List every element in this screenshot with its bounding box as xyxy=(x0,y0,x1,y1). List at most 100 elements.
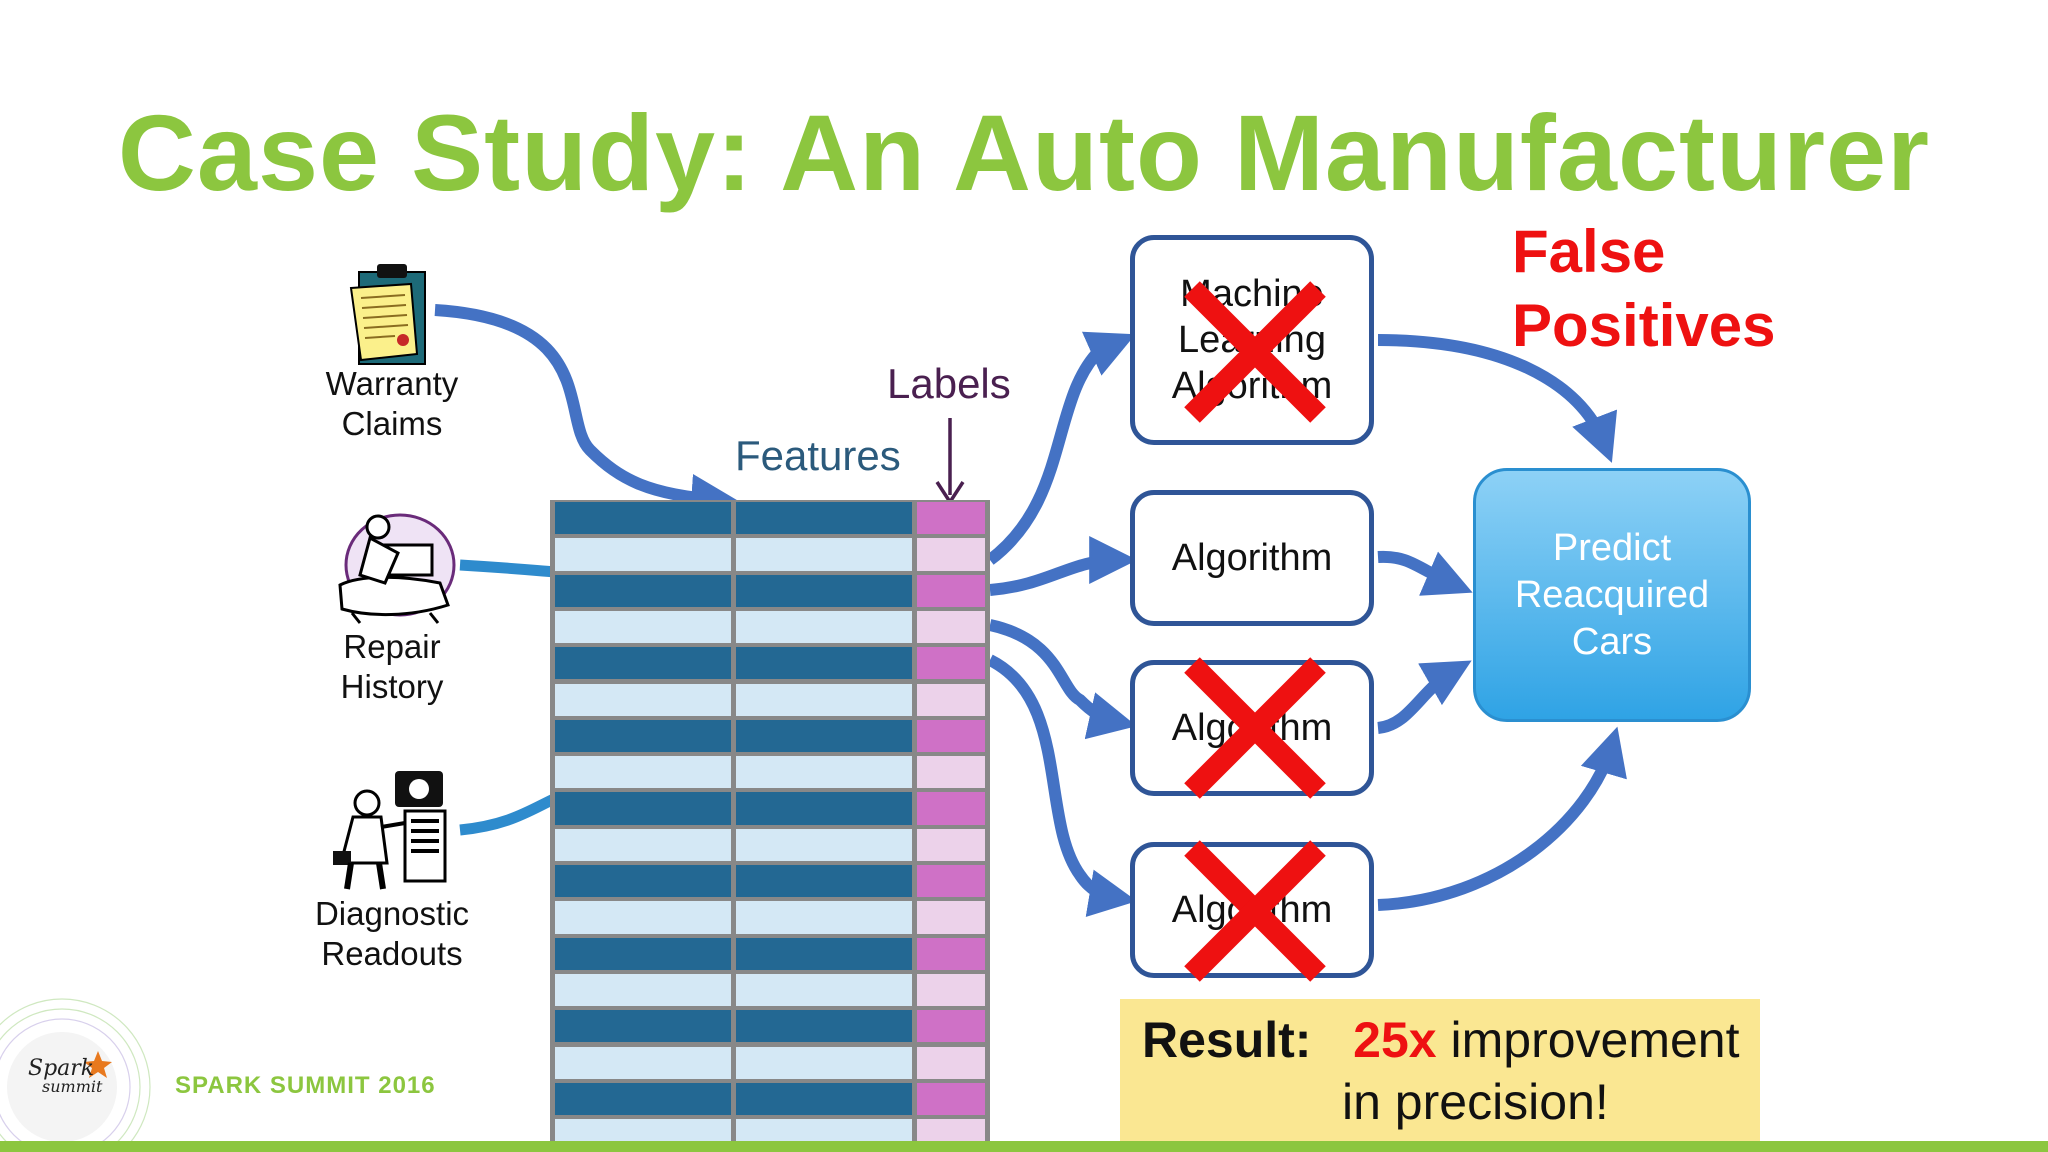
feature-cell xyxy=(555,865,731,898)
bottom-bar xyxy=(0,1141,2048,1152)
feature-cell xyxy=(555,610,731,644)
label-cell xyxy=(917,647,985,680)
label-cell xyxy=(917,610,985,644)
result-prefix: Result: xyxy=(1142,1012,1312,1068)
result-line2: in precision! xyxy=(1342,1074,1609,1130)
repair-connector xyxy=(459,559,557,578)
feature-cell xyxy=(736,1046,912,1079)
table-to-algo4 xyxy=(987,654,1137,917)
feature-cell xyxy=(736,610,912,644)
feature-cell xyxy=(555,1082,731,1116)
label-cell xyxy=(917,574,985,607)
clipboard-icon xyxy=(349,264,426,365)
slide-title: Case Study: An Auto Manufacturer xyxy=(117,92,1931,213)
table-row xyxy=(550,645,990,681)
table-row xyxy=(550,972,990,1008)
result-box: Result: 25x improvement in precision! xyxy=(1120,999,1760,1145)
label-cell xyxy=(917,1082,985,1116)
feature-cell xyxy=(555,683,731,716)
table-row xyxy=(550,827,990,863)
spark-logo-text: Spark summit xyxy=(28,1056,103,1096)
footer-event-label: SPARK SUMMIT 2016 xyxy=(175,1072,436,1099)
feature-cell xyxy=(736,538,912,571)
feature-cell xyxy=(555,828,731,861)
table-row xyxy=(550,863,990,899)
table-row xyxy=(550,609,990,645)
table-to-algo3 xyxy=(988,619,1137,740)
feature-cell xyxy=(736,756,912,789)
label-cell xyxy=(917,538,985,571)
feature-cell xyxy=(736,719,912,753)
label-cell xyxy=(917,937,985,970)
feature-cell xyxy=(555,973,731,1007)
feature-cell xyxy=(555,647,731,680)
label-cell xyxy=(917,683,985,716)
algo3-to-predict xyxy=(1376,660,1472,734)
feature-cell xyxy=(555,1010,731,1043)
source-label-warranty: Warranty Claims xyxy=(325,365,459,442)
table-to-algo1 xyxy=(986,331,1136,565)
feature-cell xyxy=(736,865,912,898)
label-cell xyxy=(917,792,985,825)
feature-cell xyxy=(736,647,912,680)
table-row xyxy=(550,1081,990,1117)
algo-box-2: Algorithm xyxy=(1130,490,1374,626)
feature-cell xyxy=(555,1046,731,1079)
table-row xyxy=(550,790,990,826)
mechanic-icon xyxy=(338,513,456,624)
feature-cell xyxy=(736,828,912,861)
feature-cell xyxy=(555,574,731,607)
label-cell xyxy=(917,719,985,753)
technician-icon xyxy=(333,771,447,890)
predict-box: Predict Reacquired Cars xyxy=(1473,468,1751,722)
algo1-to-predict xyxy=(1377,334,1618,463)
table-row xyxy=(550,1045,990,1081)
label-cell xyxy=(917,1046,985,1079)
table-row xyxy=(550,899,990,935)
feature-cell xyxy=(555,538,731,571)
label-cell xyxy=(917,865,985,898)
table-row xyxy=(550,536,990,572)
feature-cell xyxy=(736,1082,912,1116)
features-header: Features xyxy=(735,432,901,479)
cross-mark-algo1 xyxy=(1184,281,1326,423)
false-positives-label: False Positives xyxy=(1512,218,1776,359)
feature-cell xyxy=(555,937,731,970)
feature-cell xyxy=(736,574,912,607)
label-cell xyxy=(917,828,985,861)
feature-cell xyxy=(555,756,731,789)
source-label-diagnostic: Diagnostic Readouts xyxy=(314,895,470,972)
table-row xyxy=(550,718,990,754)
feature-cell xyxy=(555,719,731,753)
label-cell xyxy=(917,901,985,934)
cross-mark-algo4 xyxy=(1184,840,1326,982)
feature-cell xyxy=(736,1010,912,1043)
result-rest: improvement xyxy=(1450,1012,1740,1068)
label-cell xyxy=(917,973,985,1007)
warranty-connector xyxy=(434,304,740,522)
feature-cell xyxy=(736,502,912,535)
table-row xyxy=(550,500,990,536)
algo2-to-predict xyxy=(1377,550,1473,596)
table-row xyxy=(550,573,990,609)
algo4-to-predict xyxy=(1377,726,1627,911)
cross-mark-algo3 xyxy=(1184,657,1326,799)
label-cell xyxy=(917,502,985,535)
feature-cell xyxy=(736,937,912,970)
spark-summit-logo xyxy=(0,998,151,1152)
feature-table xyxy=(550,500,990,1152)
table-row xyxy=(550,754,990,790)
feature-cell xyxy=(555,901,731,934)
diagnostic-connector xyxy=(459,793,559,836)
labels-header: Labels xyxy=(887,360,1011,407)
feature-cell xyxy=(736,792,912,825)
table-row xyxy=(550,682,990,718)
feature-cell xyxy=(736,683,912,716)
feature-cell xyxy=(555,502,731,535)
table-row xyxy=(550,1008,990,1044)
feature-cell xyxy=(555,792,731,825)
label-cell xyxy=(917,756,985,789)
source-label-repair: Repair History xyxy=(340,628,444,705)
